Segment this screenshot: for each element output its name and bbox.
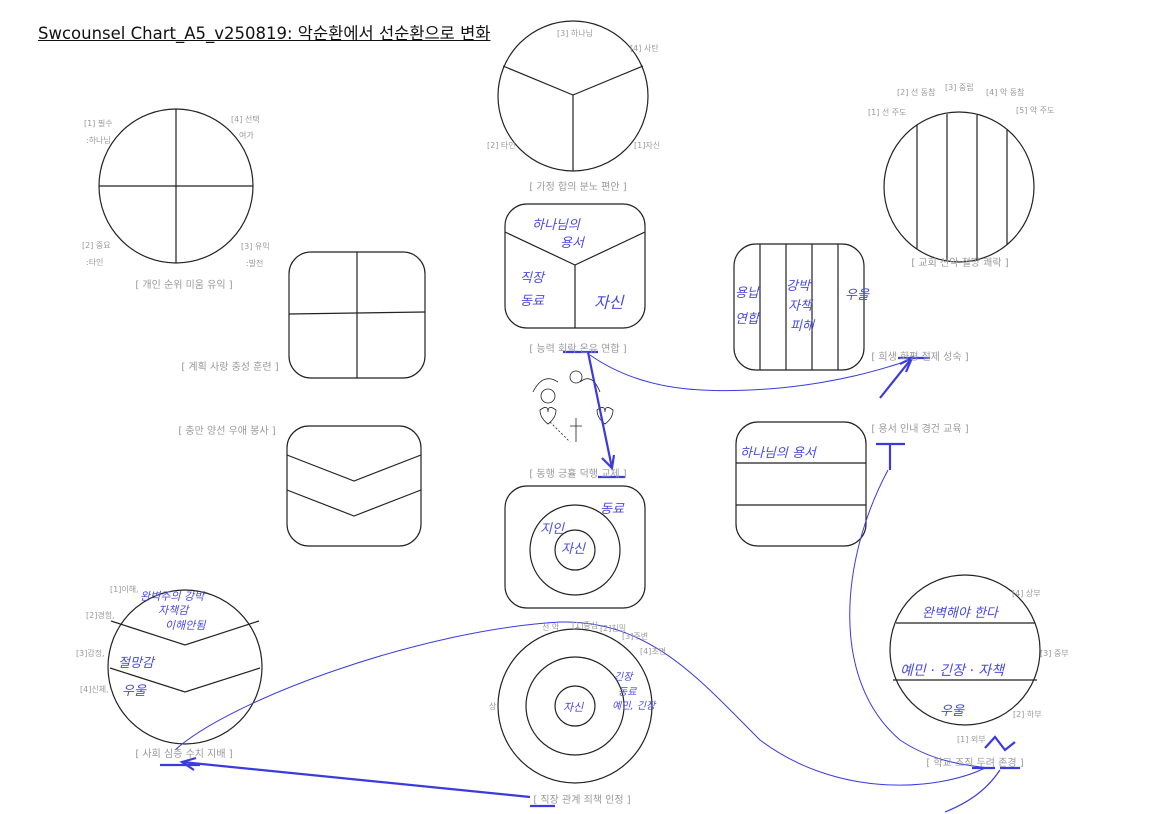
work-handwriting: 동료: [618, 687, 637, 698]
plan-caption: [ 계획 사랑 충성 훈련 ]: [181, 362, 279, 373]
companion-mini-diagram: [532, 370, 614, 443]
society-handwriting: 자책감: [158, 604, 189, 617]
church-label: [2] 선 동참: [897, 88, 936, 97]
sacrifice-handwriting: 연합: [735, 312, 759, 327]
family-circle: [497, 20, 649, 172]
rings-handwriting: 동료: [600, 502, 624, 517]
page-title: Swcounsel Chart_A5_v250819: 악순환에서 선순환으로 …: [38, 24, 491, 43]
thin-curve-bottom-right: [944, 769, 1001, 813]
sacrifice-handwriting: 강박: [786, 279, 810, 294]
personal-priority-circle: [98, 108, 254, 264]
family-label: [3] 하나님: [557, 29, 593, 38]
society-label: [4]신체,: [80, 685, 109, 694]
work-label: [1]중심: [572, 621, 599, 630]
thin-curve-forgiveness-to-school: [849, 469, 991, 769]
work-handwriting: 긴장: [614, 672, 633, 683]
personal-label: :발전: [246, 259, 264, 268]
work-handwriting: 자신: [563, 701, 584, 714]
school-caption: [ 학교 조직 두려 존경 ]: [926, 758, 1024, 769]
society-label: [1]이해,: [110, 585, 139, 594]
church-caption: [ 교회 선악 절망 쾌락 ]: [911, 258, 1009, 269]
fullness-caption: [ 충만 양선 우애 봉사 ]: [178, 426, 276, 437]
ability-square: [504, 203, 646, 329]
school-handwriting: 완벽해야 한다: [922, 606, 998, 621]
work-label: [2]친밀: [600, 624, 627, 633]
society-circle: [107, 589, 263, 745]
thin-curve-ability-to-sacrifice: [589, 354, 911, 392]
ability-handwriting: 자신: [594, 293, 624, 312]
ability-caption: [ 능력 회락 온유 연합 ]: [529, 344, 627, 355]
family-label: [1]자신: [634, 141, 661, 150]
sacrifice-handwriting: 자책: [788, 299, 812, 314]
work-caption: [ 직장 관계 죄책 인정 ]: [533, 795, 631, 806]
family-label: [2] 타인: [487, 141, 516, 150]
forgiveness-handwriting: 하나님의 용서: [740, 446, 816, 461]
church-label: [3] 중립: [945, 83, 974, 92]
pen-annotations: [160, 350, 1020, 813]
ability-handwriting: 하나님의: [532, 218, 580, 233]
school-circle: [889, 574, 1041, 726]
ability-handwriting: 직장: [520, 271, 544, 286]
forgiveness-caption: [ 용서 인내 경건 교육 ]: [871, 424, 969, 435]
work-label: 선 악: [542, 623, 560, 632]
school-label: [2] 하부: [1013, 710, 1042, 719]
rings-handwriting: 지인: [540, 522, 564, 537]
family-caption: [ 가정 합의 분노 편안 ]: [529, 182, 627, 193]
personal-label: [2] 중요: [82, 241, 111, 250]
society-label: [2]경험,: [86, 611, 115, 620]
work-rings: [497, 628, 653, 784]
personal-caption: [ 개인 순위 미움 유익 ]: [135, 280, 233, 291]
thin-curve-society-to-school: [174, 621, 986, 786]
fullness-square: [286, 425, 422, 547]
church-label: [5] 악 주도: [1016, 106, 1055, 115]
personal-label: :타인: [86, 258, 104, 267]
sacrifice-handwriting: 우울: [845, 288, 869, 303]
school-label: [4] 상부: [1012, 589, 1041, 598]
society-label: [3]감정,: [76, 649, 105, 658]
rings-handwriting: 자신: [561, 542, 585, 557]
personal-label: [1] 필수: [84, 119, 113, 128]
center-rings-square: [504, 485, 646, 609]
school-label: [1] 외부: [957, 735, 986, 744]
sacrifice-handwriting: 피해: [790, 319, 814, 334]
companion-caption: [ 동행 긍휼 덕행 교제 ]: [529, 469, 627, 480]
personal-label: 여가: [239, 131, 254, 140]
family-label: [4] 사탄: [630, 44, 659, 53]
personal-label: [3] 유익: [241, 242, 270, 251]
work-label: [4]초면: [640, 647, 667, 656]
church-label: [1] 선 주도: [868, 108, 907, 117]
personal-label: [4] 선택: [231, 115, 260, 124]
sacrifice-square: [733, 243, 865, 371]
forgiveness-square: [735, 421, 867, 547]
personal-label: :하나님: [86, 136, 111, 145]
society-handwriting: 완벽주의 강박: [140, 590, 205, 603]
sacrifice-handwriting: 용납: [735, 286, 759, 301]
work-label: [3]주변: [622, 632, 649, 641]
plan-square: [288, 251, 426, 379]
church-label: [4] 악 동참: [986, 88, 1025, 97]
society-handwriting: 우울: [122, 684, 146, 699]
society-handwriting: 이해안됨: [165, 619, 206, 632]
school-label: [3] 중부: [1040, 649, 1069, 658]
ability-handwriting: 용서: [560, 236, 584, 251]
sacrifice-caption: [ 희생 화평 절제 성숙 ]: [871, 352, 969, 363]
school-handwriting: 예민 · 긴장 · 자책: [900, 663, 1004, 679]
school-handwriting: 우울: [940, 704, 964, 719]
society-caption: [ 사회 심층 수치 지배 ]: [135, 749, 233, 760]
ability-handwriting: 동료: [520, 294, 544, 309]
work-handwriting: 예민, 긴장: [612, 701, 656, 712]
church-circle: [883, 111, 1035, 263]
society-handwriting: 절망감: [118, 656, 154, 671]
work-label: 상: [489, 702, 497, 711]
